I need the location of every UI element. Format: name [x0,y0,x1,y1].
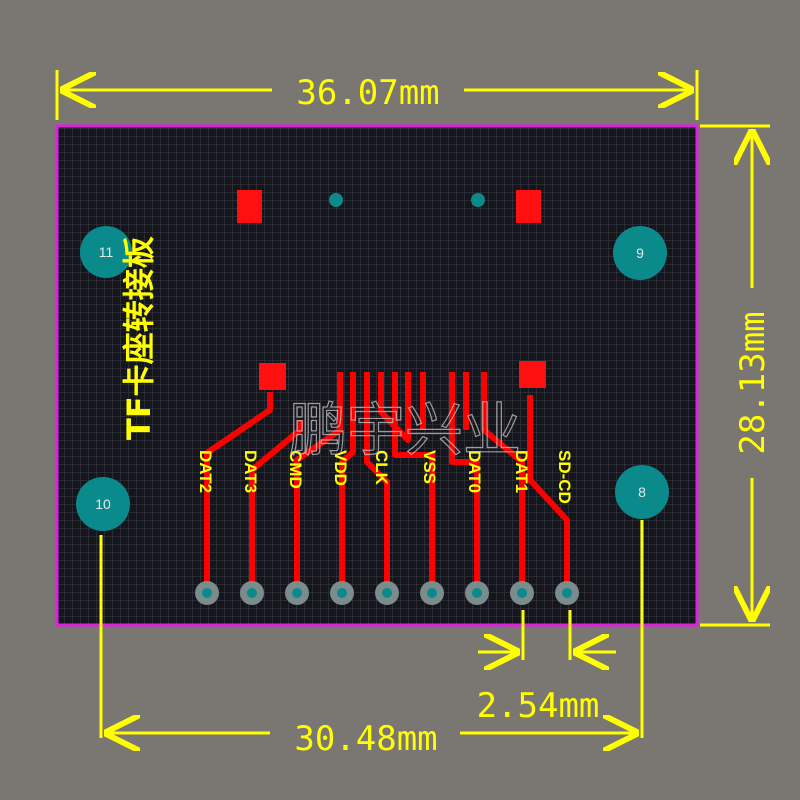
traces [204,372,570,593]
board-title: TF卡座转接板 [120,236,158,440]
hole-spacing-dimension-label: 30.48mm [294,719,437,759]
pin-label-dat0: DAT0 [465,450,484,493]
circle-icon: 8 [615,465,669,519]
ring-icon [285,581,309,605]
circle-icon: 9 [613,226,667,280]
ring-icon [420,581,444,605]
ring-icon [555,581,579,605]
pin-label-dat2: DAT2 [196,450,215,493]
pin-label-vss: VSS [420,450,439,484]
watermark: 鹏宇兴业 [289,396,521,464]
dot-icon [329,193,343,207]
pin-label-vdd: VDD [331,450,350,486]
ring-icon [465,581,489,605]
dot-icon [471,193,485,207]
pin-label-cmd: CMD [286,450,305,489]
hole-spacing-dimension [99,520,644,738]
width-dimension-label: 36.07mm [296,73,439,113]
square-icon [516,190,541,223]
pin-label-clk: CLK [372,450,391,486]
mounting-hole-label: 8 [638,484,646,500]
mounting-hole-label: 9 [636,245,644,261]
square-icon [519,361,546,388]
smd-pads [237,190,546,390]
ring-icon [510,581,534,605]
pcb-board [55,124,699,627]
ring-icon [195,581,219,605]
pin-label-dat1: DAT1 [512,450,531,493]
square-icon [237,190,262,223]
vias [329,193,485,207]
ring-icon [240,581,264,605]
board-outline [55,124,699,627]
height-dimension-label: 28.13mm [733,311,773,454]
square-icon [259,363,286,390]
pin-pitch-dimension-label: 2.54mm [477,686,600,726]
mounting-hole-label: 11 [99,244,114,260]
circle-icon: 11 [80,226,132,278]
pin-label-sd-cd: SD-CD [555,450,574,504]
width-dimension [55,70,699,120]
circle-icon: 10 [76,477,130,531]
pin-pitch-dimension [478,610,616,660]
height-dimension [700,124,770,627]
mounting-holes: 11 9 10 8 [76,226,669,531]
ring-icon [375,581,399,605]
through-hole-pads [195,581,579,605]
pin-labels: DAT2 DAT3 CMD VDD CLK VSS DAT0 DAT1 SD-C… [196,450,574,504]
pin-label-dat3: DAT3 [241,450,260,493]
mounting-hole-label: 10 [95,496,111,512]
ring-icon [330,581,354,605]
